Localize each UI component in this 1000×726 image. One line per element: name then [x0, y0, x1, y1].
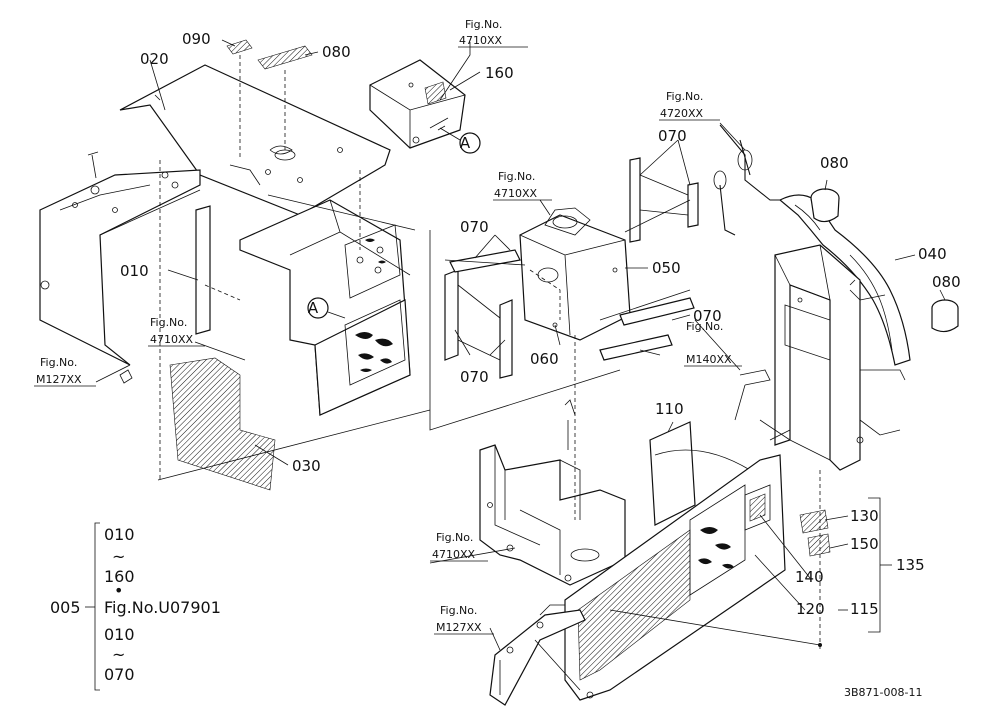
label-160: 160	[485, 64, 514, 82]
label-090: 090	[182, 30, 211, 48]
legend-fig-u07901: Fig.No.U07901	[104, 598, 221, 617]
legend-tilde-a: ~	[112, 547, 125, 566]
part-side-cover-perforated	[564, 454, 786, 701]
label-080-hose-top: 080	[820, 154, 849, 172]
fig-ref-4-head: Fig.No.	[150, 316, 187, 329]
drawing-code: 3B871-008-11	[844, 686, 922, 699]
part-lower-frame	[479, 399, 626, 586]
label-030: 030	[292, 457, 321, 475]
marker-a-left	[307, 297, 346, 319]
label-140: 140	[795, 568, 824, 586]
legend-010-b: 010	[104, 625, 135, 644]
fig-ref-2-code: 4720XX	[660, 107, 704, 120]
label-050: 050	[652, 259, 681, 277]
label-080-hose-bottom: 080	[932, 273, 961, 291]
legend-160: 160	[104, 567, 135, 586]
legend-tilde-b: ~	[112, 645, 125, 664]
marker-a-top-text: A	[460, 134, 471, 152]
legend-dot: •	[114, 581, 123, 600]
part-070-strips	[444, 157, 699, 379]
part-080-strip-top	[257, 45, 313, 70]
label-010: 010	[120, 262, 149, 280]
label-135: 135	[896, 556, 925, 574]
label-110: 110	[655, 400, 684, 418]
fig-ref-5-head: Fig.No.	[40, 356, 77, 369]
label-005: 005	[50, 598, 81, 617]
part-left-side-panel	[39, 151, 201, 384]
fig-ref-7-head: Fig.No.	[436, 531, 473, 544]
label-060: 060	[530, 350, 559, 368]
label-040: 040	[918, 245, 947, 263]
legend-070: 070	[104, 665, 135, 684]
fig-ref-8-head: Fig.No.	[440, 604, 477, 617]
part-110-panel	[649, 421, 751, 526]
part-020-cover-plate	[119, 64, 391, 216]
fig-ref-1-code: 4710XX	[459, 34, 503, 47]
fig-ref-6-code: M140XX	[686, 353, 732, 366]
part-010-strip	[195, 205, 211, 335]
label-070-top-right: 070	[658, 127, 687, 145]
legend-bracket	[85, 522, 100, 691]
part-rear-frame	[734, 244, 906, 471]
legend-010-a: 010	[104, 525, 135, 544]
fig-ref-3-code: 4710XX	[494, 187, 538, 200]
part-lower-bracket	[489, 604, 594, 706]
fig-ref-1-head: Fig.No.	[465, 18, 502, 31]
fig-ref-5-code: M127XX	[36, 373, 82, 386]
label-150: 150	[850, 535, 879, 553]
label-120: 120	[796, 600, 825, 618]
fig-ref-4-code: 4710XX	[150, 333, 194, 346]
label-130: 130	[850, 507, 879, 525]
fig-ref-3-head: Fig.No.	[498, 170, 535, 183]
part-090-pad	[226, 39, 253, 55]
part-130-150-labels	[799, 509, 831, 557]
fig-ref-8-code: M127XX	[436, 621, 482, 634]
fig-ref-7-code: 4710XX	[432, 548, 476, 561]
label-070-right: 070	[693, 307, 722, 325]
marker-a-top	[439, 127, 481, 154]
part-030-panel	[169, 357, 276, 491]
fig-ref-6-head: Fig.No.	[686, 320, 723, 333]
part-4720-harness	[713, 124, 790, 236]
label-070-bottom: 070	[460, 368, 489, 386]
marker-a-left-text: A	[308, 299, 319, 317]
label-070-left: 070	[460, 218, 489, 236]
label-115: 115	[850, 600, 879, 618]
fig-ref-2-head: Fig.No.	[666, 90, 703, 103]
label-020: 020	[140, 50, 169, 68]
leader-lines	[95, 39, 946, 651]
part-080-hose-sleeves	[810, 188, 959, 333]
label-080-top: 080	[322, 43, 351, 61]
part-050-tank	[519, 207, 631, 341]
